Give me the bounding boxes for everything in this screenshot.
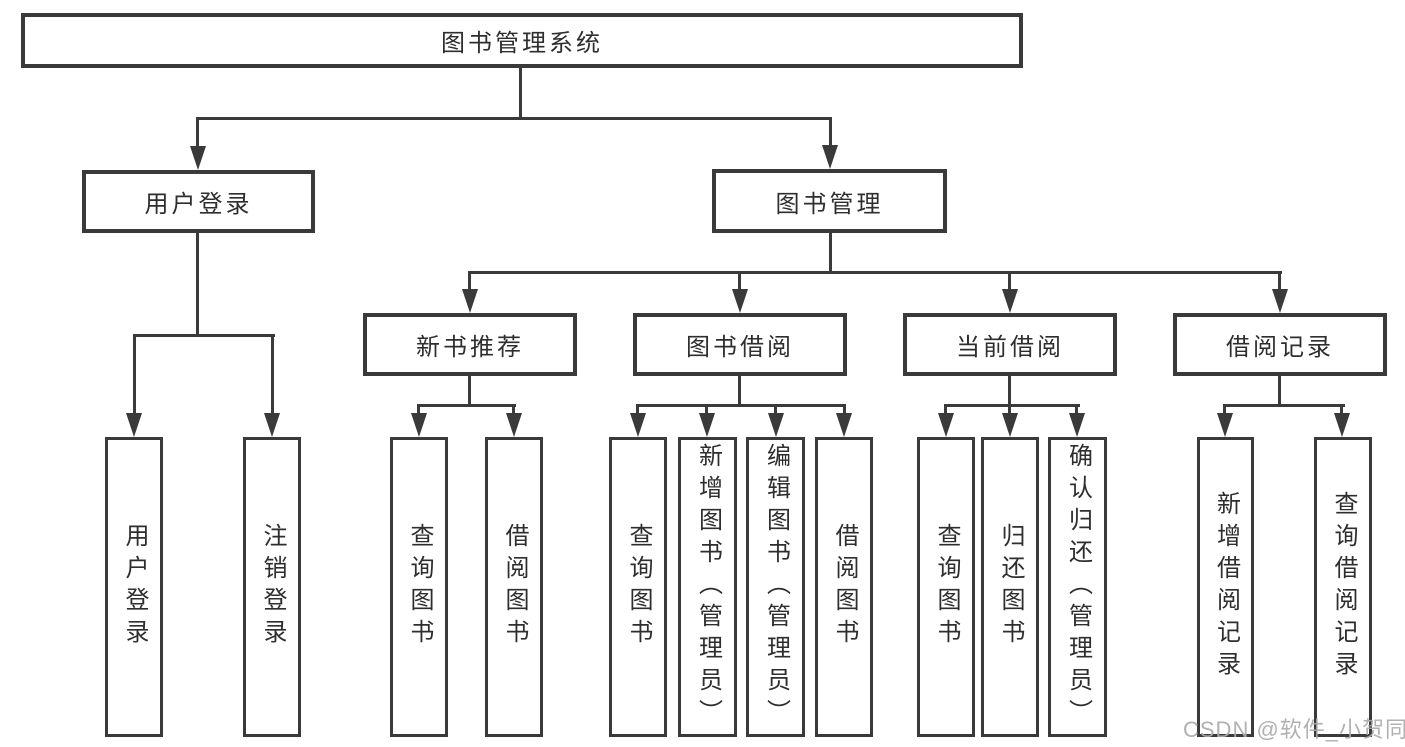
connector-line [1008,271,1011,289]
leaf-query-books-recommend: 查询图书 [390,437,448,737]
connector-line [829,232,832,273]
leaf-edit-book-admin: 编辑图书（管理员） [746,437,805,737]
connector-line [636,404,639,413]
arrowhead-down-icon [1002,413,1018,437]
leaf-add-book-admin: 新增图书（管理员） [678,437,737,737]
arrowhead-down-icon [411,413,427,437]
leaf-add-book-admin-label: 新增图书（管理员） [694,443,722,731]
connector-line [1075,404,1078,413]
node-current-borrow: 当前借阅 [903,313,1117,376]
leaf-borrow-books: 借阅图书 [815,437,873,737]
arrowhead-down-icon [768,413,784,437]
arrowhead-down-icon [938,413,954,437]
leaf-edit-book-admin-label: 编辑图书（管理员） [762,443,790,731]
arrowhead-down-icon [1272,289,1288,313]
arrowhead-down-icon [1069,413,1085,437]
connector-line [1008,376,1011,406]
leaf-user-login: 用户登录 [105,437,163,737]
node-borrow-records: 借阅记录 [1173,313,1387,376]
leaf-logout: 注销登录 [243,437,301,737]
connector-line [133,334,136,413]
node-book-borrow: 图书借阅 [633,313,847,376]
connector-line [196,117,199,147]
connector-line [774,404,777,413]
connector-line [738,376,741,406]
arrowhead-down-icon [506,413,522,437]
node-user-login-label: 用户登录 [144,191,253,218]
leaf-return-books-label: 归还图书 [997,523,1024,651]
connector-line [468,376,471,406]
connector-line [1278,271,1281,289]
connector-line [133,334,275,337]
node-user-login: 用户登录 [82,170,315,233]
leaf-query-borrow-record: 查询借阅记录 [1314,437,1372,737]
csdn-watermark: CSDN @软件_小贺同学 [1183,717,1405,742]
arrowhead-down-icon [190,146,206,170]
arrowhead-down-icon [126,413,142,437]
node-current-borrow-label: 当前借阅 [956,334,1064,361]
connector-line [519,68,522,118]
node-new-book-recommend: 新书推荐 [363,313,577,376]
node-book-management: 图书管理 [712,169,947,233]
connector-line [196,232,199,335]
leaf-user-login-label: 用户登录 [121,523,148,651]
leaf-add-borrow-record-label: 新增借阅记录 [1212,491,1240,683]
connector-line [1223,404,1226,413]
connector-line [1340,404,1343,413]
connector-line [944,404,1080,407]
arrowhead-down-icon [822,145,838,169]
arrowhead-down-icon [1334,413,1350,437]
leaf-borrow-books-recommend: 借阅图书 [485,437,543,737]
connector-line [1223,404,1345,407]
connector-line [417,404,420,413]
arrowhead-down-icon [1002,289,1018,313]
connector-line [271,334,274,413]
leaf-query-books-current: 查询图书 [917,437,975,737]
connector-line [468,271,1282,274]
leaf-confirm-return-admin-label: 确认归还（管理员） [1064,443,1092,731]
node-new-book-recommend-label: 新书推荐 [416,334,524,361]
leaf-add-borrow-record: 新增借阅记录 [1197,437,1254,737]
leaf-query-books-borrow-label: 查询图书 [625,523,652,651]
arrowhead-down-icon [630,413,646,437]
arrowhead-down-icon [1217,413,1233,437]
connector-line [843,404,846,413]
leaf-return-books: 归还图书 [981,437,1039,737]
arrowhead-down-icon [462,289,478,313]
leaf-query-books-recommend-label: 查询图书 [406,523,433,651]
connector-line [705,404,708,413]
leaf-confirm-return-admin: 确认归还（管理员） [1048,437,1107,737]
leaf-borrow-books-recommend-label: 借阅图书 [501,523,528,651]
node-borrow-records-label: 借阅记录 [1226,334,1334,361]
connector-line [944,404,947,413]
node-root: 图书管理系统 [21,13,1023,68]
connector-line [468,271,471,289]
connector-line [1278,376,1281,406]
connector-line [196,117,832,120]
connector-line [738,271,741,289]
leaf-query-books-borrow: 查询图书 [609,437,667,737]
arrowhead-down-icon [732,289,748,313]
node-root-label: 图书管理系统 [441,30,603,57]
connector-line [1008,404,1011,413]
node-book-management-label: 图书管理 [775,190,884,218]
connector-line [829,117,832,146]
leaf-query-borrow-record-label: 查询借阅记录 [1330,491,1357,683]
arrowhead-down-icon [264,413,280,437]
connector-line [636,404,846,407]
leaf-query-books-current-label: 查询图书 [933,523,960,651]
leaf-borrow-books-label: 借阅图书 [831,523,858,651]
node-book-borrow-label: 图书借阅 [686,334,794,361]
arrowhead-down-icon [699,413,715,437]
arrowhead-down-icon [836,413,852,437]
leaf-logout-label: 注销登录 [259,523,286,651]
connector-line [417,404,516,407]
connector-line [512,404,515,413]
